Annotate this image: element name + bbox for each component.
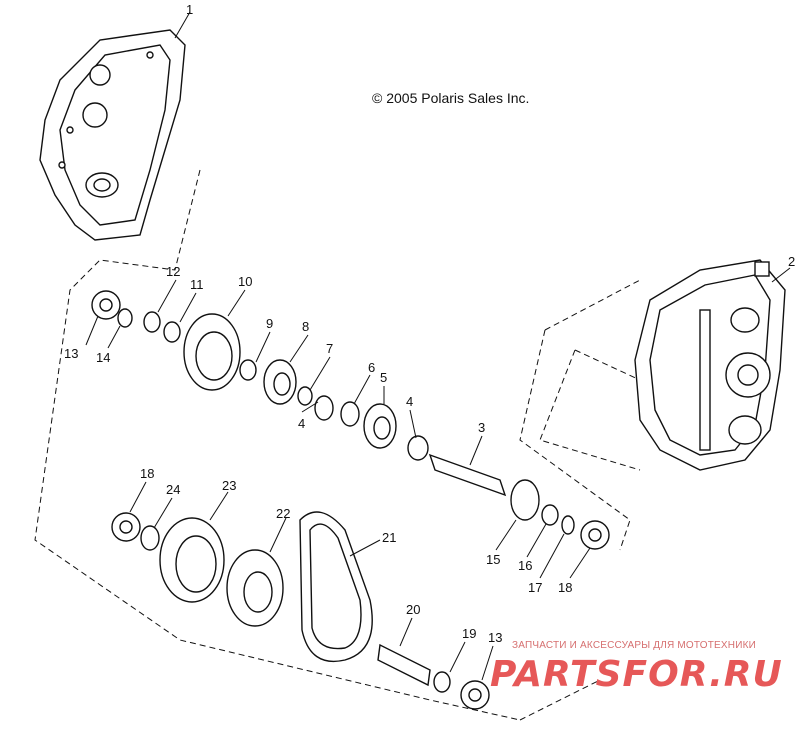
washer-11	[163, 321, 181, 343]
washer-4-lower	[407, 435, 429, 461]
callout-2: 2	[788, 254, 795, 269]
callout-14: 14	[96, 350, 110, 365]
right-case-half	[634, 259, 786, 471]
watermark-subtitle: ЗАПЧАСТИ И АКСЕССУАРЫ ДЛЯ МОТОТЕХНИКИ	[512, 640, 757, 651]
callout-19: 19	[462, 626, 476, 641]
gear-15	[510, 479, 540, 521]
washer-12	[143, 311, 161, 333]
callout-1: 1	[186, 2, 193, 17]
callout-9: 9	[266, 316, 273, 331]
callout-12: 12	[166, 264, 180, 279]
callout-20: 20	[406, 602, 420, 617]
leader-lines	[85, 11, 791, 681]
ring-17	[561, 515, 575, 535]
callout-7: 7	[326, 341, 333, 356]
callout-6: 6	[368, 360, 375, 375]
washer-6	[340, 401, 360, 427]
callout-10: 10	[238, 274, 252, 289]
lower-shaft-parts	[111, 511, 490, 710]
washer-24	[140, 525, 160, 551]
callout-17: 17	[528, 580, 542, 595]
ring-7	[297, 386, 313, 406]
copyright-notice: © 2005 Polaris Sales Inc.	[372, 90, 530, 106]
watermark-logo: PARTSFOR.RU	[490, 654, 783, 695]
callout-23: 23	[222, 478, 236, 493]
ring-19	[433, 671, 451, 693]
callout-11: 11	[190, 277, 204, 292]
callout-8: 8	[302, 319, 309, 334]
callout-16: 16	[518, 558, 532, 573]
callout-4-a: 4	[298, 416, 305, 431]
callout-22: 22	[276, 506, 290, 521]
snap-ring-14	[117, 308, 133, 328]
callout-21: 21	[382, 530, 396, 545]
callout-18-b: 18	[558, 580, 572, 595]
washer-4-upper	[314, 395, 334, 421]
callout-13-a: 13	[64, 346, 78, 361]
washer-16	[541, 504, 559, 526]
callout-13-b: 13	[488, 630, 502, 645]
shaft-3	[428, 453, 507, 497]
left-case-half	[39, 29, 186, 241]
assembly-dashed-lines	[34, 169, 641, 721]
callout-5: 5	[380, 370, 387, 385]
callout-15: 15	[486, 552, 500, 567]
washer-9	[239, 359, 257, 381]
callout-24: 24	[166, 482, 180, 497]
callout-18-a: 18	[140, 466, 154, 481]
upper-shaft-parts	[91, 290, 610, 550]
shaft-20	[377, 643, 431, 687]
callout-4-b: 4	[406, 394, 413, 409]
callout-3: 3	[478, 420, 485, 435]
callout-labels: 1 2 3 4 4 5 6 7 8 9 10 11 12 13 13 14 15…	[64, 2, 795, 645]
